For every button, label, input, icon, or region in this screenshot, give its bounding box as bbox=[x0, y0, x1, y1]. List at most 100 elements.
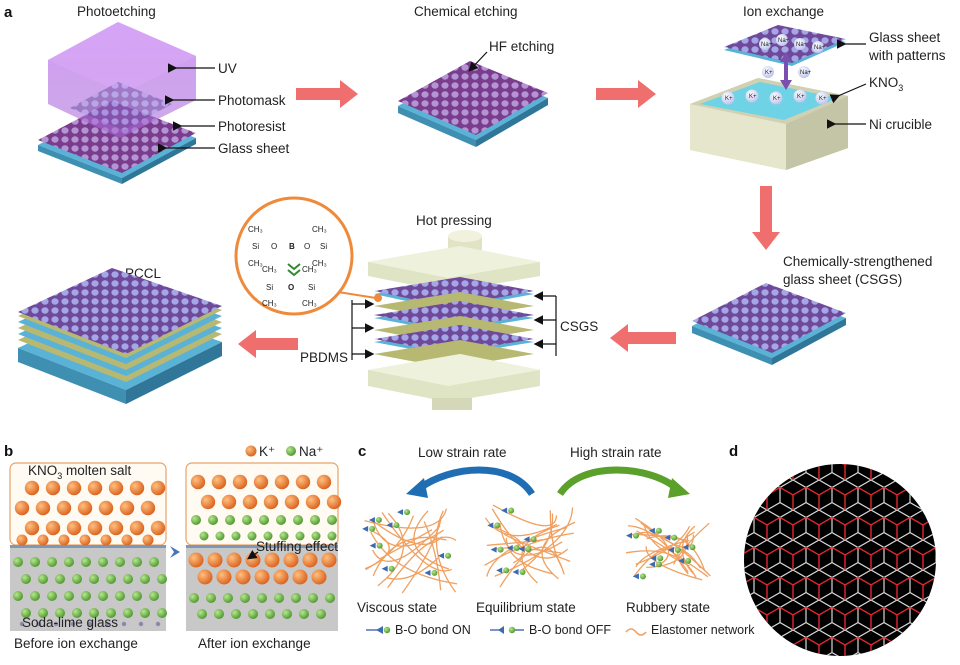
na-ion bbox=[47, 557, 57, 567]
bond-magnifier: CH₃ CH₃ Si O B O Si CH₃ CH₃ CH₃ CH₃ Si O… bbox=[234, 196, 382, 316]
k-ion bbox=[98, 500, 114, 516]
na-ion bbox=[225, 515, 235, 525]
low-strain-label: Low strain rate bbox=[418, 445, 507, 460]
csgs-line2: glass sheet (CSGS) bbox=[783, 272, 902, 287]
exchange-double-arrow bbox=[780, 52, 792, 90]
elastomer-chain bbox=[627, 525, 689, 573]
boron-site bbox=[682, 544, 689, 551]
na-ion bbox=[295, 531, 305, 541]
ni-crucible bbox=[690, 78, 848, 170]
na-ion bbox=[214, 609, 224, 619]
elastomer-chain bbox=[492, 504, 558, 527]
ch3: CH₃ bbox=[248, 259, 263, 268]
na-ion bbox=[197, 609, 207, 619]
k-ion bbox=[263, 494, 279, 510]
pbdms-label: PBDMS bbox=[300, 350, 348, 365]
csgs-sheet bbox=[692, 283, 846, 365]
na-ion bbox=[265, 609, 275, 619]
na-ion bbox=[247, 531, 257, 541]
elastomer-chain bbox=[372, 521, 445, 547]
na-ion bbox=[89, 574, 99, 584]
boron-site bbox=[501, 507, 508, 514]
na-ion bbox=[13, 557, 23, 567]
boron-site bbox=[632, 573, 639, 580]
k-ion bbox=[45, 480, 61, 496]
rubbery-state-label: Rubbery state bbox=[626, 600, 710, 615]
na-ion bbox=[115, 591, 125, 601]
hexagon-pattern bbox=[744, 464, 936, 656]
oxygen-site bbox=[513, 544, 520, 551]
elastomer-chain bbox=[492, 526, 526, 564]
boron-site bbox=[678, 557, 685, 564]
na-ion bbox=[276, 515, 286, 525]
na-ion bbox=[248, 609, 258, 619]
k-ion: K+ bbox=[725, 96, 733, 102]
k-ion bbox=[108, 520, 124, 536]
na-ion bbox=[115, 557, 125, 567]
k-ion bbox=[37, 534, 49, 546]
csgs-line1: Chemically-strengthened bbox=[783, 254, 932, 269]
na-ion bbox=[123, 608, 133, 618]
k-ion bbox=[129, 480, 145, 496]
process-arrow-down bbox=[752, 186, 780, 250]
low-strain-arrow bbox=[417, 466, 535, 497]
na-ion bbox=[231, 609, 241, 619]
boron-site bbox=[664, 534, 671, 541]
glass-atom bbox=[155, 621, 161, 627]
na-ion bbox=[149, 591, 159, 601]
boron-site bbox=[362, 525, 369, 532]
k-ion bbox=[295, 474, 311, 490]
na-ion bbox=[206, 593, 216, 603]
legend-bond-on bbox=[366, 626, 391, 634]
k-ion bbox=[302, 552, 318, 568]
uv-label: UV bbox=[218, 61, 237, 76]
elastomer-chain bbox=[484, 517, 558, 537]
hot-press bbox=[368, 230, 540, 410]
k-ion bbox=[150, 480, 166, 496]
stuffing-effect-label: Stuffing effect bbox=[256, 539, 338, 554]
na-ion: Na+ bbox=[761, 42, 773, 48]
ch3: CH₃ bbox=[262, 299, 277, 308]
after-ion-exchange bbox=[185, 462, 342, 631]
ch3: CH₃ bbox=[302, 299, 317, 308]
k-ion bbox=[321, 552, 337, 568]
oxygen-site bbox=[388, 565, 395, 572]
oxygen-site bbox=[685, 557, 692, 564]
na-ion bbox=[282, 609, 292, 619]
high-strain-label: High strain rate bbox=[570, 445, 662, 460]
legend-k: K⁺ bbox=[259, 444, 275, 459]
k-ion bbox=[235, 569, 251, 585]
oxygen-site bbox=[655, 527, 662, 534]
glass-sheet-label: Glass sheet bbox=[218, 141, 290, 156]
na-ion: Na+ bbox=[778, 38, 790, 44]
na-ion bbox=[293, 515, 303, 525]
glass-atom bbox=[138, 621, 144, 627]
na-ion bbox=[98, 557, 108, 567]
legend-na: Na⁺ bbox=[299, 444, 323, 459]
k-ion bbox=[232, 474, 248, 490]
na-ion: Na+ bbox=[800, 70, 812, 76]
na-ion bbox=[106, 608, 116, 618]
na-ion bbox=[30, 591, 40, 601]
k-ion bbox=[142, 534, 154, 546]
oxygen-site bbox=[393, 522, 400, 529]
b-atom: B bbox=[289, 242, 295, 251]
na-ion bbox=[327, 515, 337, 525]
k-ion bbox=[66, 480, 82, 496]
photomask-label: Photomask bbox=[218, 93, 286, 108]
hf-etching-label: HF etching bbox=[489, 39, 554, 54]
na-ion bbox=[123, 574, 133, 584]
oxygen-site bbox=[375, 516, 382, 523]
k-ion: K+ bbox=[819, 96, 827, 102]
na-ion bbox=[259, 515, 269, 525]
boron-site bbox=[523, 536, 530, 543]
elastomer-chain bbox=[681, 525, 696, 575]
ni-crucible-label: Ni crucible bbox=[869, 117, 932, 132]
k-ion: K+ bbox=[797, 94, 805, 100]
na-ion bbox=[279, 531, 289, 541]
k-ion bbox=[100, 534, 112, 546]
glass-patterns-line1: Glass sheet bbox=[869, 30, 941, 45]
boron-site bbox=[368, 516, 375, 523]
before-label: Before ion exchange bbox=[14, 636, 138, 651]
photoetching-title: Photoetching bbox=[77, 4, 156, 19]
